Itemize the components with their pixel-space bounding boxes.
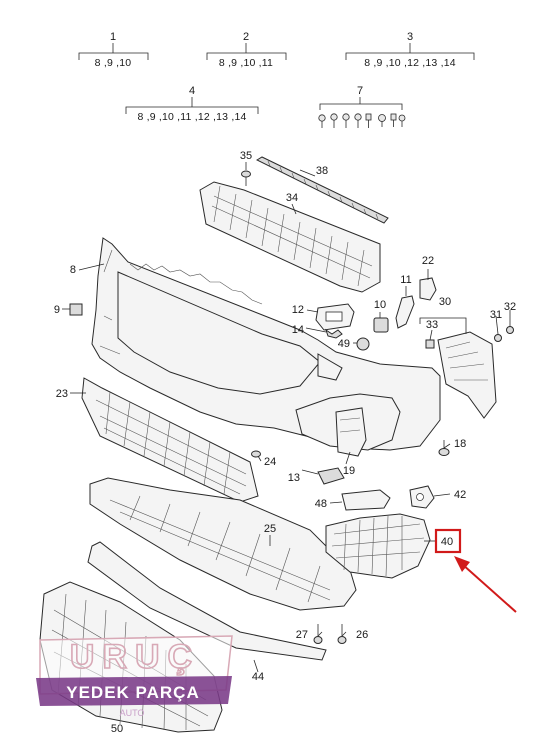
callout-33: 33 — [426, 319, 438, 331]
group-3-number: 3 — [407, 31, 413, 43]
part-49-sensor-icon — [356, 337, 370, 351]
callout-11: 11 — [400, 274, 411, 286]
watermark-logo: URUÇ YEDEK PARÇA AUTO — [36, 635, 233, 718]
callout-labels: 8 9 10 11 12 13 14 18 19 22 23 24 25 26 … — [54, 150, 516, 735]
group-7: 7 — [318, 85, 406, 128]
callout-10: 10 — [374, 299, 386, 311]
leader-lines — [62, 162, 511, 673]
callout-22: 22 — [422, 255, 434, 267]
highlight-part-40 — [434, 528, 517, 613]
part-35-screw-icon — [241, 170, 251, 186]
part-30-guide — [437, 331, 497, 419]
callout-38: 38 — [316, 165, 328, 177]
group-1: 1 8 ,9 ,10 — [78, 31, 149, 69]
callout-12: 12 — [292, 304, 304, 316]
part-24-screw-icon — [251, 450, 261, 458]
group-2-number: 2 — [243, 31, 249, 43]
watermark-band — [36, 676, 232, 706]
callout-49: 49 — [338, 338, 350, 350]
callout-8: 8 — [70, 264, 76, 276]
part-31-screw-icon — [494, 334, 502, 342]
part-25-underbody — [89, 477, 357, 611]
group-2-refs: 8 ,9 ,10 ,11 — [219, 57, 273, 69]
part-26-screw-icon — [337, 624, 347, 644]
callout-30: 30 — [439, 296, 451, 308]
callout-23: 23 — [56, 388, 68, 400]
callout-35: 35 — [240, 150, 252, 162]
part-8-bumper-cover — [91, 237, 441, 451]
group-1-refs: 8 ,9 ,10 — [95, 57, 132, 69]
callout-24: 24 — [264, 456, 276, 468]
group-4: 4 8 ,9 ,10 ,11 ,12 ,13 ,14 — [125, 85, 259, 123]
fastener-set-icon — [318, 113, 406, 128]
callout-44: 44 — [252, 671, 264, 683]
part-38-molding — [255, 156, 389, 224]
watermark-line-1: URUÇ — [70, 638, 200, 676]
watermark-line-3: AUTO — [120, 708, 145, 718]
part-27-screw-icon — [313, 624, 323, 644]
callout-18: 18 — [454, 438, 466, 450]
callout-48: 48 — [315, 498, 327, 510]
callout-26: 26 — [356, 629, 368, 641]
highlight-box — [434, 528, 462, 554]
highlight-arrow — [461, 563, 517, 613]
part-42-bracket — [409, 485, 435, 509]
callout-14: 14 — [292, 324, 304, 336]
callout-13: 13 — [288, 472, 300, 484]
callout-27: 27 — [296, 629, 308, 641]
watermark-line-2: YEDEK PARÇA — [66, 683, 199, 702]
group-3-refs: 8 ,9 ,10 ,12 ,13 ,14 — [364, 57, 456, 69]
callout-40: 40 — [441, 536, 453, 548]
group-4-number: 4 — [189, 85, 195, 97]
group-7-number: 7 — [357, 85, 363, 97]
part-32-clip-icon — [506, 326, 514, 334]
part-10-sensor — [373, 317, 389, 333]
part-48-bracket — [341, 489, 391, 511]
arrowhead-icon — [454, 556, 470, 572]
callout-9: 9 — [54, 304, 60, 316]
callout-50: 50 — [111, 723, 123, 735]
part-33-nut-icon — [425, 339, 435, 349]
part-11-cover — [395, 295, 415, 329]
group-4-refs: 8 ,9 ,10 ,11 ,12 ,13 ,14 — [137, 111, 246, 123]
callout-42: 42 — [454, 489, 466, 501]
callout-32: 32 — [504, 301, 516, 313]
part-14-clip-icon — [325, 328, 343, 339]
part-34-carrier — [199, 181, 381, 293]
part-12-mount — [315, 303, 355, 331]
group-2: 2 8 ,9 ,10 ,11 — [206, 31, 287, 69]
callout-19: 19 — [343, 465, 355, 477]
part-19-bracket — [335, 407, 367, 457]
callout-25: 25 — [264, 523, 276, 535]
part-23-lower-grille — [81, 377, 259, 503]
callout-31: 31 — [490, 309, 502, 321]
part-22-clip — [419, 277, 437, 301]
part-9-bracket — [69, 303, 83, 316]
callout-34: 34 — [286, 192, 298, 204]
part-44-spoiler — [87, 541, 327, 661]
part-18-screw-icon — [438, 440, 450, 456]
group-1-number: 1 — [110, 31, 116, 43]
part-40-side-grille — [325, 513, 431, 579]
group-3: 3 8 ,9 ,10 ,12 ,13 ,14 — [345, 31, 475, 69]
part-13-cap — [317, 467, 345, 485]
